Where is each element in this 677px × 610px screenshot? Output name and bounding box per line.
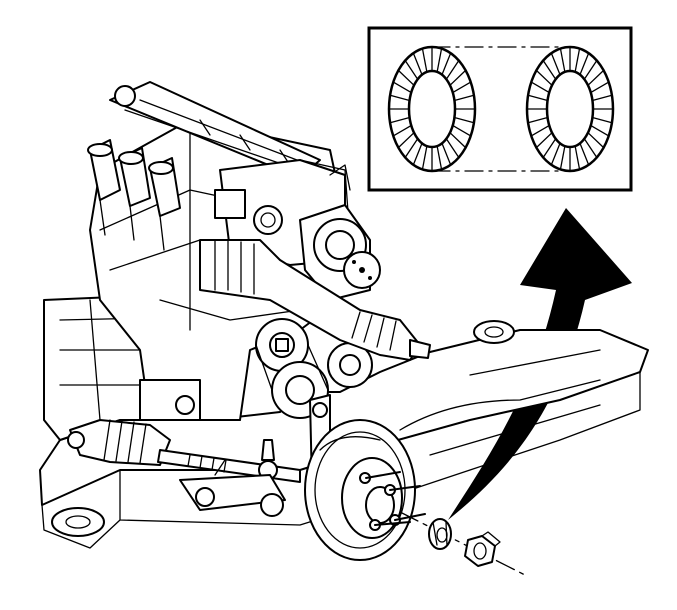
crank-pulleys [255, 318, 373, 419]
serrated-washer-right-icon [525, 45, 615, 173]
washer-icon [428, 518, 452, 550]
engine-cradle-assembly-icon [39, 81, 649, 576]
axle-centerline [399, 511, 526, 576]
right-drive-axle [199, 239, 431, 361]
serrated-washer-left-icon [387, 45, 477, 173]
valve-cover [109, 81, 321, 179]
intake-runners [87, 139, 181, 251]
left-drive-axle [67, 419, 171, 466]
callout-box [367, 26, 633, 192]
ac-compressor [299, 204, 381, 301]
wheel-hub-icon [304, 419, 426, 561]
hub-nut-icon [464, 531, 501, 567]
callout-connector-lines [431, 46, 573, 172]
